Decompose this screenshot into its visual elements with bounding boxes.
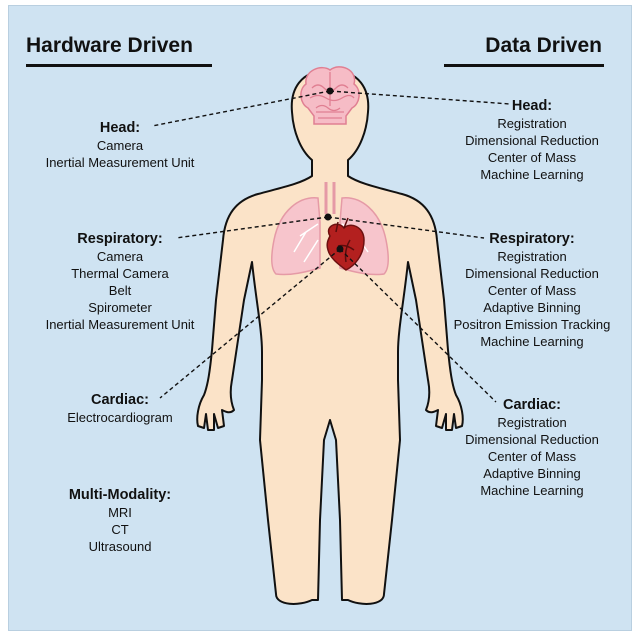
data-head-block: Head: Registration Dimensional Reduction… (432, 97, 632, 183)
hardware-multimodality-item: CT (20, 521, 220, 538)
data-cardiac-item: Adaptive Binning (432, 465, 632, 482)
data-heading-underline (444, 64, 604, 67)
hardware-respiratory-title: Respiratory: (20, 230, 220, 248)
hardware-multimodality-item: MRI (20, 504, 220, 521)
data-cardiac-item: Center of Mass (432, 448, 632, 465)
hardware-head-item: Camera (20, 137, 220, 154)
hardware-driven-heading: Hardware Driven (26, 34, 193, 58)
hardware-respiratory-item: Thermal Camera (20, 265, 220, 282)
hardware-multimodality-title: Multi-Modality: (20, 486, 220, 504)
cardiac-anchor-dot (337, 246, 344, 253)
data-respiratory-item: Positron Emission Tracking (432, 316, 632, 333)
respiratory-anchor-dot (325, 214, 332, 221)
data-respiratory-item: Registration (432, 248, 632, 265)
hardware-cardiac-block: Cardiac: Electrocardiogram (20, 391, 220, 426)
data-head-item: Center of Mass (432, 149, 632, 166)
hardware-heading-underline (26, 64, 212, 67)
data-cardiac-item: Dimensional Reduction (432, 431, 632, 448)
hardware-multimodality-item: Ultrasound (20, 538, 220, 555)
hardware-multimodality-block: Multi-Modality: MRI CT Ultrasound (20, 486, 220, 555)
data-cardiac-item: Machine Learning (432, 482, 632, 499)
data-respiratory-item: Center of Mass (432, 282, 632, 299)
hardware-respiratory-block: Respiratory: Camera Thermal Camera Belt … (20, 230, 220, 333)
data-cardiac-item: Registration (432, 414, 632, 431)
data-head-item: Machine Learning (432, 166, 632, 183)
data-cardiac-title: Cardiac: (432, 396, 632, 414)
data-head-item: Registration (432, 115, 632, 132)
data-respiratory-title: Respiratory: (432, 230, 632, 248)
head-anchor-dot (327, 88, 334, 95)
data-driven-heading: Data Driven (485, 34, 602, 58)
data-respiratory-item: Machine Learning (432, 333, 632, 350)
data-respiratory-item: Adaptive Binning (432, 299, 632, 316)
hardware-respiratory-item: Spirometer (20, 299, 220, 316)
human-body-figure (197, 70, 463, 604)
hardware-respiratory-item: Belt (20, 282, 220, 299)
hardware-head-block: Head: Camera Inertial Measurement Unit (20, 119, 220, 171)
data-respiratory-block: Respiratory: Registration Dimensional Re… (432, 230, 632, 350)
hardware-cardiac-item: Electrocardiogram (20, 409, 220, 426)
data-head-item: Dimensional Reduction (432, 132, 632, 149)
hardware-head-item: Inertial Measurement Unit (20, 154, 220, 171)
data-cardiac-block: Cardiac: Registration Dimensional Reduct… (432, 396, 632, 499)
data-head-title: Head: (432, 97, 632, 115)
hardware-head-title: Head: (20, 119, 220, 137)
data-respiratory-item: Dimensional Reduction (432, 265, 632, 282)
hardware-respiratory-item: Camera (20, 248, 220, 265)
hardware-respiratory-item: Inertial Measurement Unit (20, 316, 220, 333)
hardware-cardiac-title: Cardiac: (20, 391, 220, 409)
